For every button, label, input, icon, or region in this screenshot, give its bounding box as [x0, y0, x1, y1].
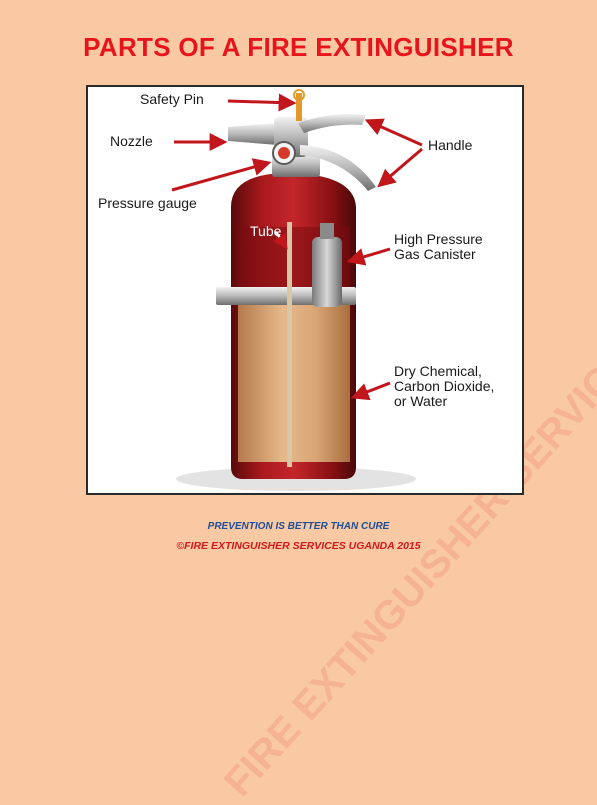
label-gas-canister-2: Gas Canister [394, 246, 476, 262]
label-safety-pin: Safety Pin [140, 91, 204, 107]
page-title: PARTS OF A FIRE EXTINGUISHER [83, 32, 514, 62]
footer-copyright: ©FIRE EXTINGUISHER SERVICES UGANDA 2015 [176, 540, 421, 552]
label-contents-3: or Water [394, 393, 448, 409]
label-contents-1: Dry Chemical, [394, 363, 482, 379]
label-contents-2: Carbon Dioxide, [394, 378, 495, 394]
nozzle-part [228, 123, 278, 145]
diagram-panel: Safety Pin Nozzle Handle Pressure gauge … [86, 85, 524, 495]
gas-canister [312, 237, 342, 307]
arrow-safety-pin [227, 93, 297, 112]
contents-cutaway [238, 302, 350, 462]
footer-motto: PREVENTION IS BETTER THAN CURE [207, 521, 390, 532]
safety-pin-part [296, 93, 302, 121]
arrow-gas-canister [346, 247, 391, 266]
handle-top [298, 114, 366, 133]
arrow-pressure-gauge [171, 158, 272, 192]
extinguisher-illustration [171, 89, 423, 491]
label-gas-canister-1: High Pressure [394, 231, 483, 247]
arrow-tube [273, 231, 288, 250]
arrow-handle-top [364, 118, 423, 147]
arrow-contents [350, 381, 391, 401]
handle-bottom [300, 145, 376, 191]
label-nozzle: Nozzle [110, 133, 153, 149]
siphon-tube [287, 222, 292, 467]
label-handle: Handle [428, 137, 473, 153]
arrow-handle-bottom [377, 147, 423, 188]
label-tube: Tube [250, 223, 282, 239]
canister-cap [320, 223, 334, 239]
label-pressure-gauge: Pressure gauge [98, 195, 197, 211]
